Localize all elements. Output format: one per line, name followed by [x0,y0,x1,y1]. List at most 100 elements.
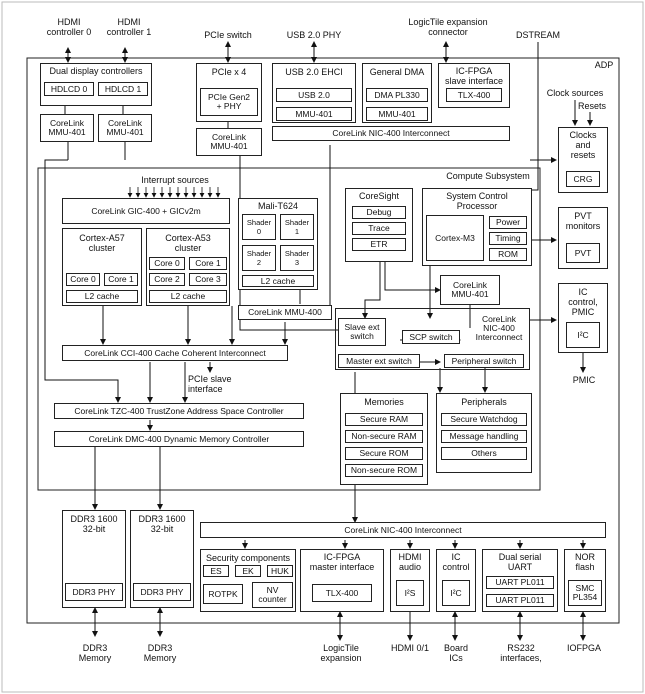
tlx400-bottom: TLX-400 [312,584,372,602]
a57-core-0: Core 0 [66,273,100,286]
nor-flash-title: NOR flash [575,552,595,572]
label-dstream: DSTREAM [515,30,560,40]
dual-uart-title: Dual serial UART [498,552,542,572]
slave-ext-switch: Slave ext switch [338,318,386,346]
ddr-a-phy: DDR3 PHY [65,583,123,601]
memories-title: Memories [364,397,404,407]
scp-rom: ROM [489,248,527,261]
non-secure-rom: Non-secure ROM [345,464,423,477]
mmu-usb: MMU-401 [276,107,352,121]
label-logictile-expansion: LogicTile expansion [320,643,362,663]
a53-core-2: Core 2 [149,273,185,286]
others: Others [441,447,527,460]
label-interrupt-sources: Interrupt sources [141,175,209,185]
nic400-bottom-interconnect: CoreLink NIC-400 Interconnect [200,522,606,538]
security-huk: HUK [267,565,293,577]
message-handling: Message handling [441,430,527,443]
label-pmic: PMIC [572,375,596,385]
shader-2: Shader 2 [242,245,276,271]
mmu-dma: MMU-401 [366,107,428,121]
ic-control-title: IC control [442,552,470,572]
ddr-b-phy: DDR3 PHY [133,583,191,601]
tlx400-top: TLX-400 [446,88,502,102]
scp-power: Power [489,216,527,229]
nic400-cs-label: CoreLink NIC-400 Interconnect [475,313,523,342]
security-es: ES [203,565,229,577]
a53-core-1: Core 1 [189,257,227,270]
label-hdmi-controller-1: HDMI controller 1 [106,17,152,37]
pcie-x4-title: PCIe x 4 [211,67,247,77]
scp-switch: SCP switch [402,330,460,344]
i2c-bottom: I²C [442,580,470,606]
smc-pl354: SMC PL354 [568,580,602,606]
a53-title: Cortex-A53 cluster [165,233,211,253]
label-iofpga: IOFPGA [566,643,601,653]
label-logictile-connector: LogicTile expansion connector [408,17,488,37]
label-board-ics: Board ICs [443,643,469,663]
peripherals-title: Peripherals [461,397,507,407]
a53-l2-cache: L2 cache [149,290,227,303]
a57-core-1: Core 1 [104,273,138,286]
secure-watchdog: Secure Watchdog [441,413,527,426]
i2c-right: I²C [566,322,600,348]
dma-pl330: DMA PL330 [366,88,428,102]
uart-pl011-1: UART PL011 [486,576,554,589]
tzc-400: CoreLink TZC-400 TrustZone Address Space… [54,403,304,419]
label-compute-subsystem: Compute Subsystem [446,171,530,181]
usb-20: USB 2.0 [276,88,352,102]
hdmi-audio-title: HDMI audio [398,552,422,572]
coresight-etr: ETR [352,238,406,251]
non-secure-ram: Non-secure RAM [345,430,423,443]
usb-ehci-title: USB 2.0 EHCI [285,67,343,77]
hdlcd-0: HDLCD 0 [44,82,94,96]
a53-core-3: Core 3 [189,273,227,286]
clocks-title: Clocks and resets [569,130,597,160]
mali-title: Mali-T624 [257,201,298,211]
shader-1: Shader 1 [280,214,314,240]
mmu-400: CoreLink MMU-400 [238,305,332,320]
dual-display-title: Dual display controllers [49,66,143,76]
nic400-top-interconnect: CoreLink NIC-400 Interconnect [272,126,510,141]
cortex-m3: Cortex-M3 [426,215,484,261]
mali-t624-block [238,198,318,290]
mmu-pcie: CoreLink MMU-401 [196,128,262,156]
general-dma-title: General DMA [369,67,425,77]
pvt-monitors-title: PVT monitors [565,211,601,231]
coresight-debug: Debug [352,206,406,219]
scp-timing: Timing [489,232,527,245]
coresight-trace: Trace [352,222,406,235]
secure-ram: Secure RAM [345,413,423,426]
mali-l2-cache: L2 cache [242,275,314,287]
label-hdmi-01: HDMI 0/1 [390,643,429,653]
ic-control-pmic-title: IC control, PMIC [568,287,598,317]
ddr-b-title: DDR3 1600 32-bit [138,514,186,534]
label-rs232: RS232 interfaces, [500,643,542,663]
security-nv-counter: NV counter [252,582,293,608]
label-ddr3-memory-a: DDR3 Memory [78,643,112,663]
pvt: PVT [566,243,600,263]
ddr-a-title: DDR3 1600 32-bit [70,514,118,534]
label-hdmi-controller-0: HDMI controller 0 [46,17,92,37]
a57-title: Cortex-A57 cluster [79,233,125,253]
a53-core-0: Core 0 [149,257,185,270]
mmu-display-b: CoreLink MMU-401 [98,114,152,142]
security-rotpk: ROTPK [203,584,243,604]
pcie-gen2-phy: PCIe Gen2 + PHY [200,88,258,116]
scp-title: System Control Processor [446,191,508,211]
secure-rom: Secure ROM [345,447,423,460]
hdlcd-1: HDLCD 1 [98,82,148,96]
icfpga-master-title: IC-FPGA master interface [309,552,375,572]
coresight-title: CoreSight [358,191,400,201]
label-resets: Resets [577,101,606,111]
peripheral-switch: Peripheral switch [444,354,524,368]
label-adp: ADP [594,60,614,70]
i2s: I²S [396,580,424,606]
label-pcie-switch: PCIe switch [204,30,252,40]
mmu-display-a: CoreLink MMU-401 [40,114,94,142]
master-ext-switch: Master ext switch [338,354,420,368]
security-components-title: Security components [205,553,291,563]
nic400-cs-block [335,308,530,370]
security-ek: EK [235,565,261,577]
label-usb-phy: USB 2.0 PHY [286,30,342,40]
